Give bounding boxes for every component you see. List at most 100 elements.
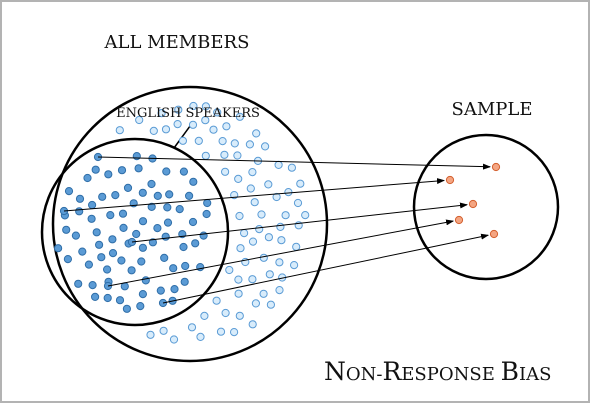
english-speaker-dot <box>134 164 143 173</box>
english-speaker-dots <box>54 152 212 313</box>
english-speaker-dot <box>161 232 170 241</box>
member-dot <box>135 115 144 125</box>
english-speaker-dot <box>103 265 112 274</box>
english-speaker-dot <box>115 296 125 305</box>
member-dot <box>234 289 243 298</box>
english-speaker-dot <box>78 247 87 256</box>
english-speaker-dot <box>137 257 146 266</box>
title-rest-esponse: ESPONSE <box>401 364 500 385</box>
english-speaker-dot <box>71 231 81 240</box>
member-dot <box>235 311 244 320</box>
title-cap-r: R <box>382 357 402 386</box>
member-dot <box>284 188 293 197</box>
english-speaker-dot <box>108 249 118 258</box>
diagram-title: NON-RESPONSE BIAS <box>324 357 551 386</box>
member-dot <box>248 168 257 177</box>
english-speaker-dot <box>191 239 200 248</box>
english-speaker-dot <box>88 200 97 210</box>
member-dot <box>248 275 257 284</box>
member-dot <box>230 328 239 337</box>
member-dot <box>201 116 210 125</box>
member-dot <box>261 142 270 151</box>
english-speaker-dot <box>202 209 211 219</box>
member-dot <box>265 270 274 279</box>
english-speaker-dot <box>163 218 173 227</box>
sample-arrows <box>63 156 491 304</box>
english-speaker-dot <box>117 256 126 265</box>
sample-dot <box>468 199 478 209</box>
english-speaker-dot <box>163 203 172 212</box>
sample-circle <box>412 133 560 281</box>
english-speaker-dot <box>117 166 127 175</box>
english-speakers-circle <box>40 137 230 327</box>
member-dot <box>196 332 205 341</box>
english-speaker-dot <box>119 223 128 232</box>
member-dot <box>248 320 257 329</box>
member-dot <box>257 210 266 219</box>
english-speaker-dot <box>64 187 74 196</box>
member-dot <box>236 244 245 253</box>
sample-dot <box>445 175 455 185</box>
english-speaker-dot <box>141 276 150 285</box>
english-speaker-dot <box>63 255 73 264</box>
member-dot <box>275 258 284 267</box>
member-dot <box>218 137 227 146</box>
english-speaker-dot <box>75 194 85 203</box>
english-speaker-dot <box>91 165 100 174</box>
member-dot <box>188 120 198 129</box>
sample-arrow <box>107 219 455 287</box>
member-dot <box>235 211 244 221</box>
english-speaker-dot <box>165 190 174 199</box>
member-dot <box>250 198 259 207</box>
title-cap-b: B <box>501 357 519 386</box>
title-rest-ias: IAS <box>519 364 551 385</box>
member-dot <box>194 136 203 145</box>
english-speaker-dot <box>153 191 162 200</box>
all-members-label: ALL MEMBERS <box>104 32 250 53</box>
member-dot <box>251 299 260 308</box>
english-speaker-dot <box>136 302 145 311</box>
member-dot <box>276 222 285 231</box>
english-speaker-dot <box>181 261 190 271</box>
english-speaker-dot <box>162 167 171 176</box>
english-speaker-dot <box>92 228 101 237</box>
english-speaker-dot <box>83 173 92 183</box>
sample-dot <box>491 162 501 172</box>
member-dot <box>161 125 171 134</box>
english-speaker-dot <box>122 304 132 313</box>
member-dot <box>174 105 183 114</box>
english-speaker-dot <box>118 209 128 218</box>
member-dot <box>159 326 168 335</box>
member-dot <box>115 126 124 135</box>
member-dot <box>266 300 275 309</box>
english-speaker-dot <box>179 242 188 252</box>
english-speakers-label: ENGLISH SPEAKERS <box>116 106 260 121</box>
member-dot <box>259 253 268 262</box>
english-speaker-dot <box>104 170 113 179</box>
english-speaker-dot <box>75 207 84 216</box>
sample-arrow <box>63 178 445 212</box>
english-speaker-dot <box>103 293 112 303</box>
english-speaker-dot <box>88 281 97 290</box>
member-dot <box>178 136 187 145</box>
english-speaker-dot <box>111 191 120 200</box>
member-dot <box>259 289 268 298</box>
member-dot <box>292 242 301 251</box>
title-rest-on: ON- <box>346 364 383 385</box>
member-dot <box>293 198 303 208</box>
member-dot <box>149 126 158 135</box>
member-dot <box>245 140 254 149</box>
english-speaker-dot <box>91 292 100 301</box>
sample-dot <box>489 229 499 239</box>
english-speaker-dot <box>203 198 212 208</box>
english-speaker-dot <box>156 286 165 295</box>
member-dot <box>246 184 255 193</box>
member-dot <box>189 101 198 111</box>
english-speaker-dot <box>148 238 157 247</box>
sample-dots <box>445 162 501 239</box>
title-cap-n: N <box>324 357 346 386</box>
member-dot <box>230 139 239 148</box>
member-dot <box>233 151 242 160</box>
member-dot <box>281 211 290 220</box>
member-dot <box>264 233 273 242</box>
